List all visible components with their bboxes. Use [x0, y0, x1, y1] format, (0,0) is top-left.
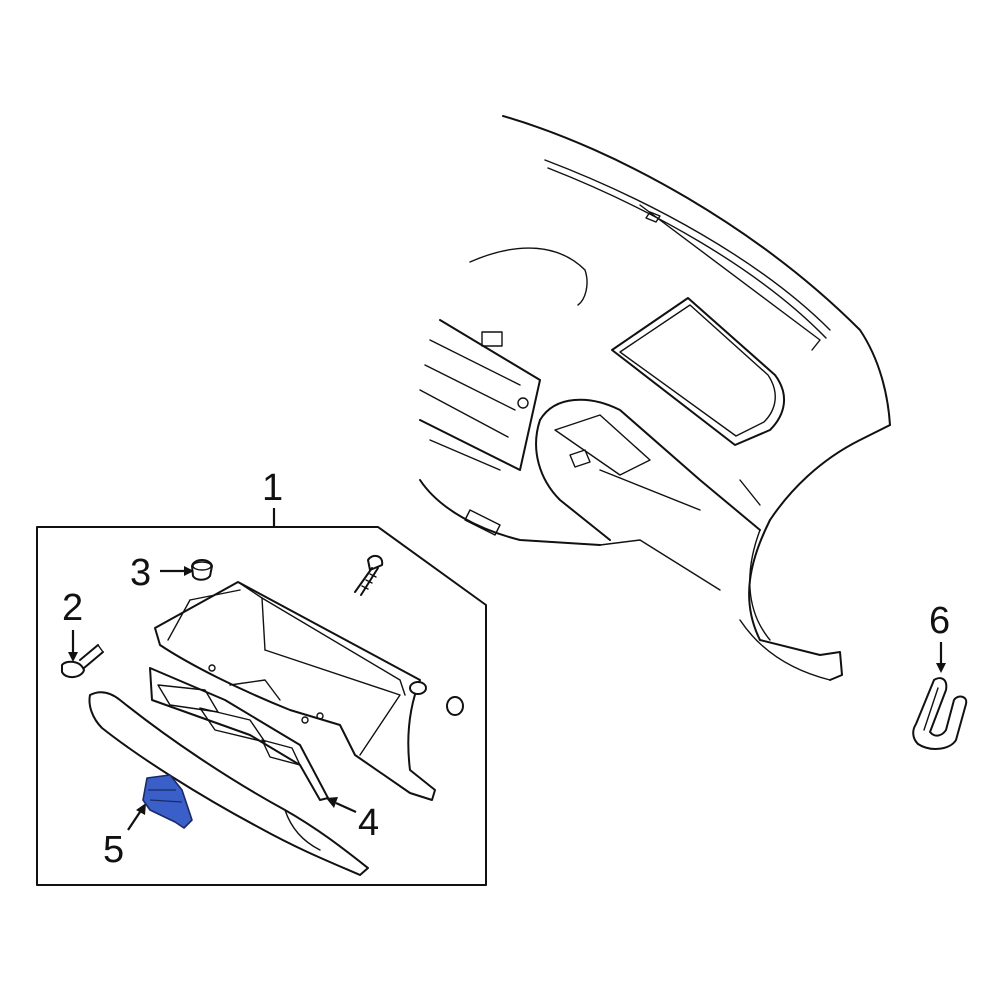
callout-label-6: 6 [929, 600, 950, 642]
callout-label-5: 5 [103, 829, 124, 871]
glove-box-bin [154, 581, 436, 801]
instrument-panel [419, 115, 891, 681]
assembly-box [36, 526, 487, 886]
callout-label-3: 3 [130, 552, 151, 594]
glove-box-door [88, 691, 369, 876]
part-2-bolt: 2 [61, 587, 104, 678]
part-3-nut: 3 [130, 552, 213, 594]
callout-label-4: 4 [358, 802, 379, 844]
callout-1: 1 [262, 467, 283, 527]
part-6-bracket: 6 [912, 600, 968, 750]
callout-label-1: 1 [262, 467, 283, 509]
screw-top [354, 554, 384, 596]
part-4-inner-panel: 4 [149, 667, 464, 844]
callout-label-2: 2 [62, 587, 83, 629]
part-5-latch-handle: 5 [103, 774, 193, 871]
